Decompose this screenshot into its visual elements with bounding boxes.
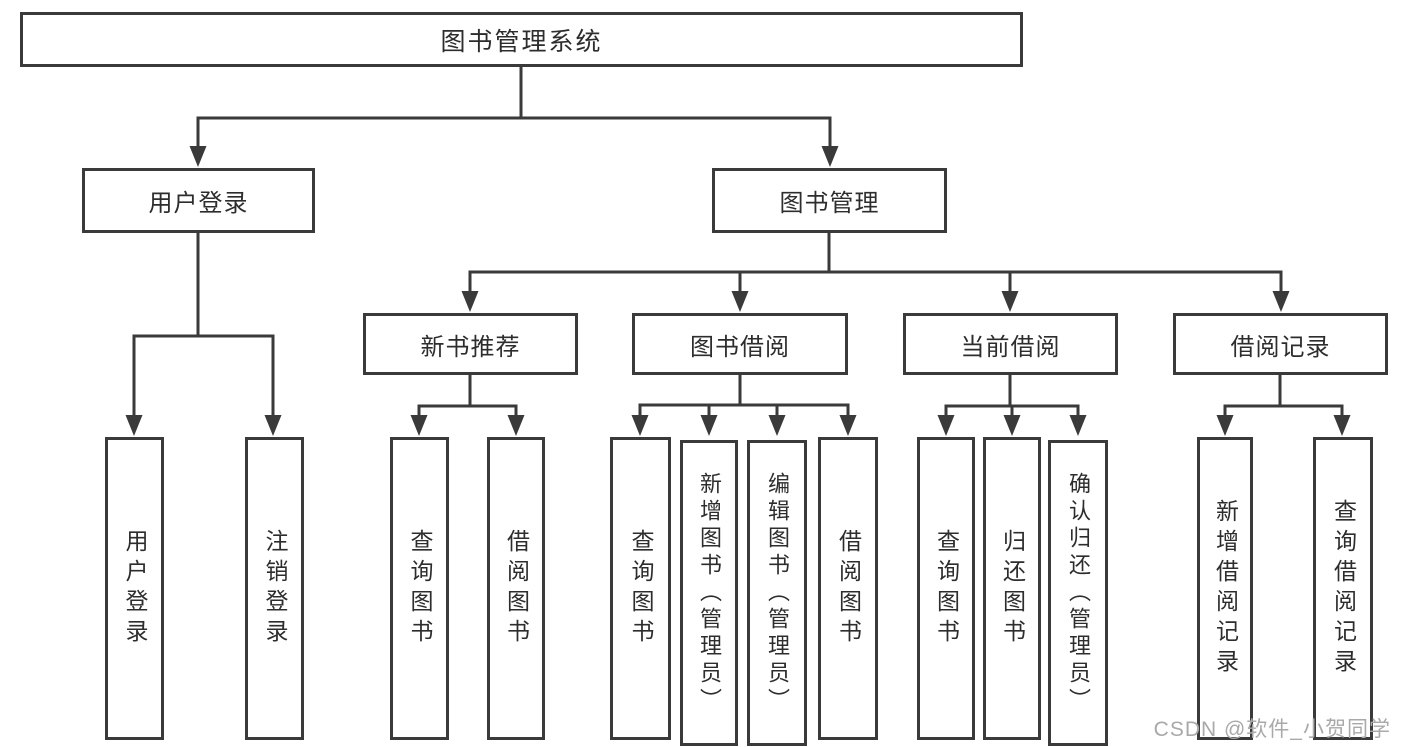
- node-book-borrowing: 图书借阅: [632, 313, 848, 375]
- leaf-records-query-record: 查询借阅记录: [1313, 437, 1373, 740]
- leaf-user-login: 用户登录: [105, 437, 164, 740]
- leaf-logout: 注销登录: [245, 437, 304, 740]
- node-book-borrowing-label: 图书借阅: [690, 333, 790, 361]
- node-user-login-label: 用户登录: [148, 190, 249, 217]
- leaf-user-login-label: 用户登录: [122, 528, 148, 649]
- leaf-current-return-books-label: 归还图书: [999, 528, 1026, 649]
- node-borrowing-records: 借阅记录: [1173, 313, 1388, 375]
- leaf-borrow-borrow-books: 借阅图书: [818, 437, 878, 740]
- node-root-label: 图书管理系统: [440, 27, 603, 56]
- node-root: 图书管理系统: [20, 12, 1023, 67]
- leaf-records-query-record-label: 查询借阅记录: [1330, 498, 1357, 679]
- node-user-login: 用户登录: [82, 168, 315, 233]
- leaf-borrow-query-books: 查询图书: [610, 437, 671, 740]
- node-book-management: 图书管理: [712, 168, 947, 233]
- csdn-watermark: CSDN @软件_小贺同学: [1153, 718, 1391, 741]
- leaf-newrec-borrow-books-label: 借阅图书: [503, 528, 530, 649]
- leaf-newrec-query-books-label: 查询图书: [407, 528, 433, 649]
- leaf-borrow-edit-books-admin: 编辑图书（管理员）: [747, 440, 807, 746]
- node-book-management-label: 图书管理: [779, 190, 880, 217]
- leaf-borrow-add-books-admin: 新增图书（管理员）: [680, 440, 738, 746]
- node-current-borrowing-label: 当前借阅: [960, 333, 1061, 361]
- node-new-book-recommend: 新书推荐: [363, 313, 578, 375]
- leaf-current-confirm-return-admin-label: 确认归还（管理员）: [1066, 471, 1091, 715]
- leaf-current-query-books: 查询图书: [917, 437, 975, 740]
- leaf-borrow-query-books-label: 查询图书: [628, 528, 654, 649]
- node-borrowing-records-label: 借阅记录: [1230, 333, 1331, 361]
- leaf-newrec-query-books: 查询图书: [390, 437, 449, 740]
- leaf-records-add-record-label: 新增借阅记录: [1212, 498, 1239, 679]
- node-new-book-recommend-label: 新书推荐: [420, 333, 521, 361]
- leaf-current-return-books: 归还图书: [983, 437, 1041, 740]
- leaf-borrow-add-books-admin-label: 新增图书（管理员）: [697, 471, 722, 715]
- leaf-current-confirm-return-admin: 确认归还（管理员）: [1048, 440, 1108, 746]
- leaf-newrec-borrow-books: 借阅图书: [487, 437, 545, 740]
- leaf-borrow-edit-books-admin-label: 编辑图书（管理员）: [765, 471, 790, 715]
- leaf-records-add-record: 新增借阅记录: [1197, 437, 1253, 740]
- leaf-current-query-books-label: 查询图书: [933, 528, 960, 649]
- leaf-logout-label: 注销登录: [262, 528, 288, 649]
- leaf-borrow-borrow-books-label: 借阅图书: [835, 528, 862, 649]
- node-current-borrowing: 当前借阅: [903, 313, 1118, 375]
